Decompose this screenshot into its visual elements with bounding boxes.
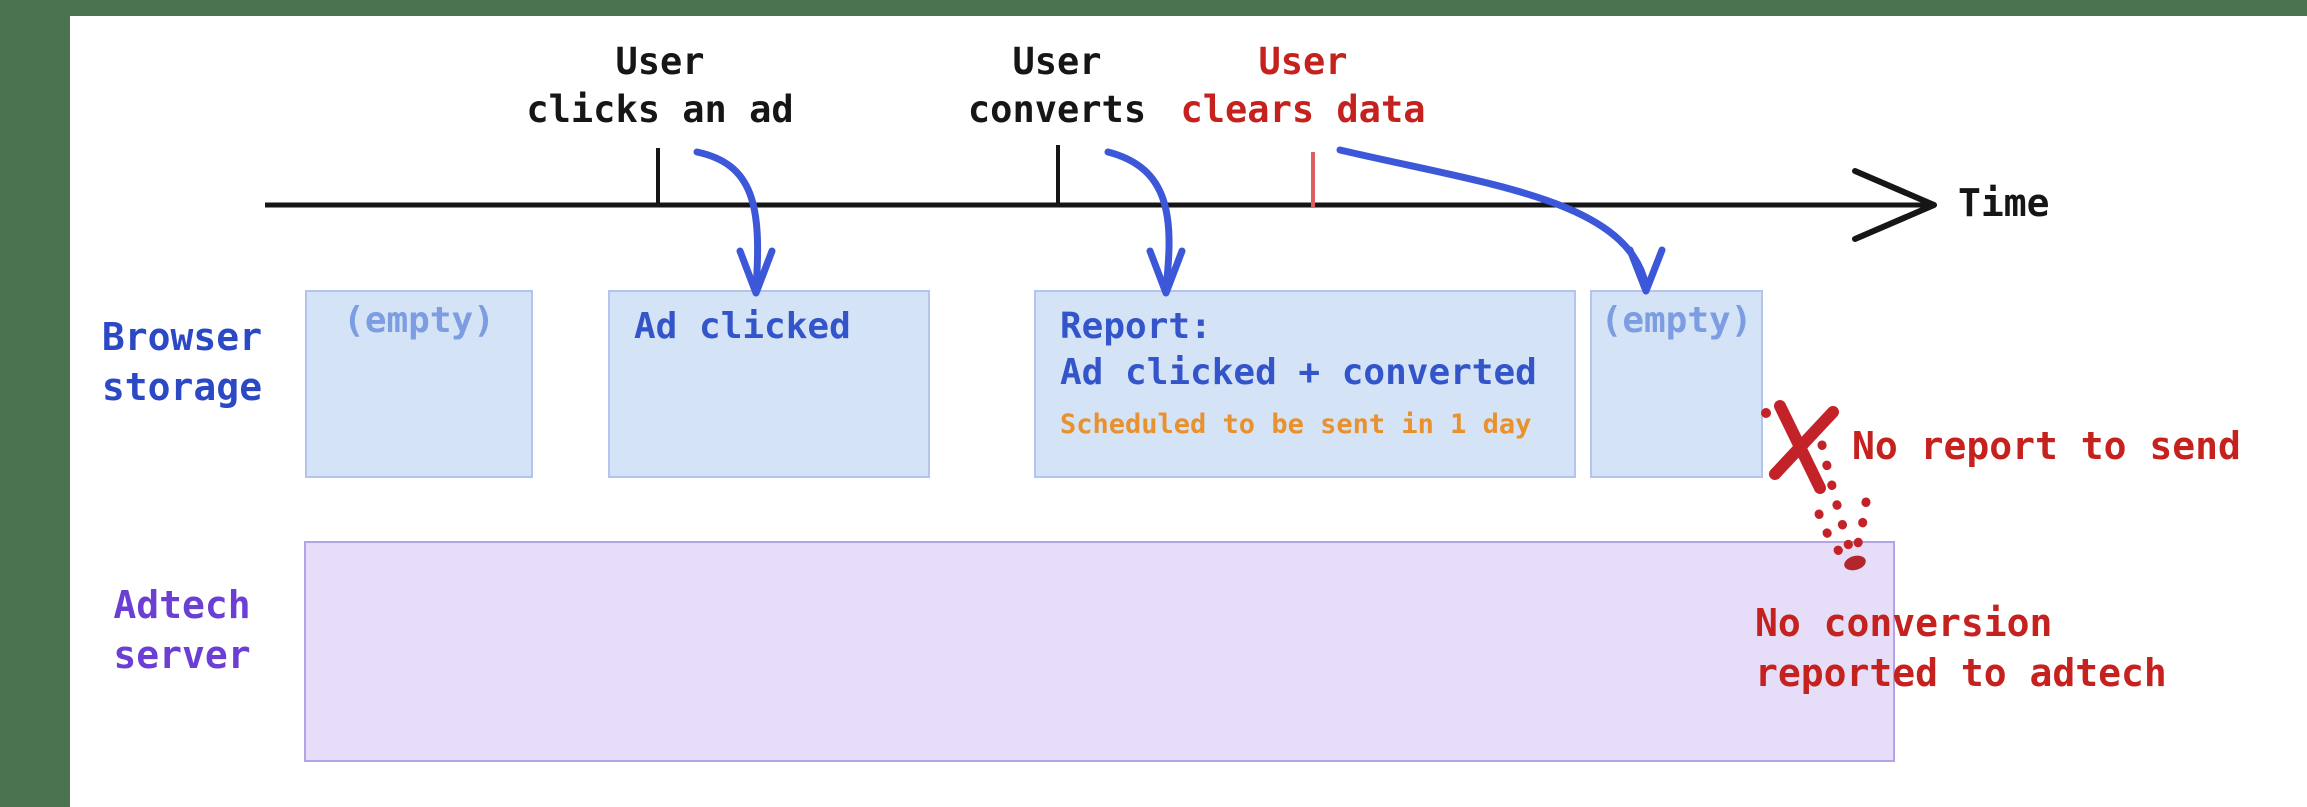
x-mark-stroke-icon <box>1769 406 1839 480</box>
time-axis-label: Time <box>1958 181 2050 225</box>
no-report-annotation: No report to send <box>1852 424 2241 468</box>
arrow-clear-to-storage-icon <box>1336 146 1650 290</box>
storage-box-empty-after: (empty) <box>1590 290 1763 478</box>
event-label-user-clicks-ad: User clicks an ad <box>450 38 870 134</box>
storage-box-text: Ad clicked <box>634 306 851 347</box>
dotted-trail-line-icon <box>1817 440 1855 555</box>
storage-box-report: Report: Ad clicked + converted Scheduled… <box>1034 290 1576 478</box>
row-label-line: storage <box>101 365 263 409</box>
dotted-trail-line-icon <box>1814 509 1848 561</box>
arrow-click-to-storage-icon <box>693 148 762 292</box>
event-label-user-clears-data: User clears data <box>1093 38 1513 134</box>
report-detail: Ad clicked + converted <box>1060 352 1537 393</box>
storage-box-text: (empty) <box>343 300 495 341</box>
event-label-line: clears data <box>1180 88 1426 131</box>
event-label-line: converts <box>967 88 1147 131</box>
storage-box-ad-clicked: Ad clicked <box>608 290 930 478</box>
dotted-trail-landing-blob-icon <box>1844 555 1866 571</box>
event-label-line: User <box>1012 40 1102 83</box>
time-axis-arrowhead-icon <box>1852 168 1937 242</box>
storage-box-empty-before: (empty) <box>305 290 533 478</box>
event-label-line: User <box>615 40 705 83</box>
blue-curved-arrows <box>693 146 1666 297</box>
dotted-trail-to-adtech <box>1814 440 1871 561</box>
row-label-line: Browser <box>101 315 263 359</box>
no-report-x-mark <box>1761 400 1839 494</box>
x-mark-dot-icon <box>1761 408 1771 418</box>
report-schedule-note: Scheduled to be sent in 1 day <box>1060 409 1532 440</box>
event-label-user-converts: User converts <box>847 38 1267 134</box>
report-title: Report: <box>1060 306 1212 347</box>
no-conversion-annotation: No conversion reported to adtech <box>1755 598 2167 698</box>
arrow-clear-arrowhead-icon <box>1626 246 1666 295</box>
event-label-line: clicks an ad <box>526 88 794 131</box>
arrow-click-arrowhead-icon <box>736 247 776 297</box>
time-axis <box>265 145 1937 242</box>
no-conversion-line: No conversion <box>1755 601 2053 645</box>
arrow-convert-to-storage-icon <box>1104 148 1173 292</box>
adtech-server-box <box>304 541 1895 762</box>
event-label-line: User <box>1258 40 1348 83</box>
row-label-line: server <box>113 633 251 677</box>
browser-storage-row-label: Browser storage <box>62 312 302 412</box>
storage-box-text: (empty) <box>1600 300 1753 341</box>
row-label-line: Adtech <box>113 583 251 627</box>
dotted-trail-line-icon <box>1850 497 1871 558</box>
no-conversion-line: reported to adtech <box>1755 651 2167 695</box>
adtech-server-row-label: Adtech server <box>62 580 302 680</box>
arrow-convert-arrowhead-icon <box>1146 247 1186 297</box>
